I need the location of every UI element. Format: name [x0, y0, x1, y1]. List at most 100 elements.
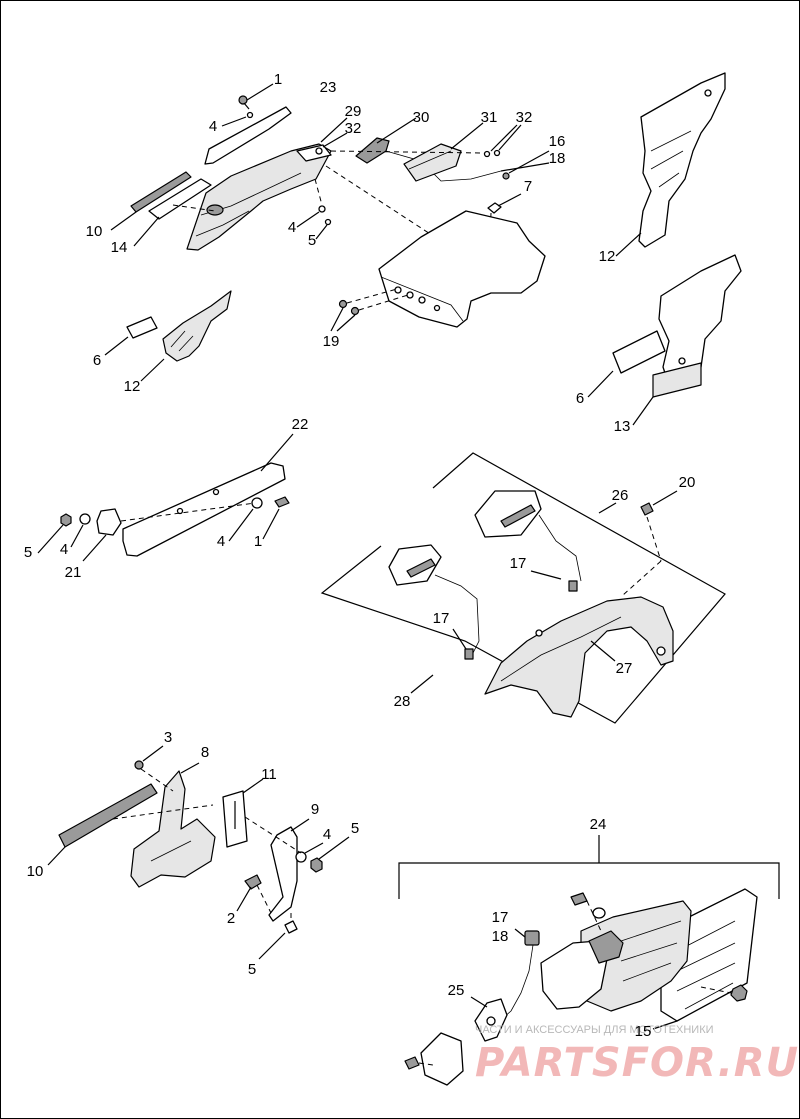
callout-c7: 7: [524, 178, 532, 195]
stud-5-low: [284, 920, 298, 934]
callout-c4b: 4: [288, 219, 296, 236]
callout-c26: 26: [612, 487, 629, 504]
screw-32-a: [315, 147, 323, 155]
bracket-27: [484, 596, 674, 718]
screw-19-a: [338, 299, 348, 309]
reflector-6-large: [612, 330, 666, 374]
callout-c11: 11: [261, 766, 277, 783]
reflector-6-small: [126, 316, 158, 339]
callout-c21: 21: [65, 564, 82, 581]
side-mount-group: [47, 745, 350, 960]
plate-14: [148, 178, 212, 220]
nut-5-left: [60, 513, 72, 527]
callout-c5c: 5: [351, 820, 359, 837]
nut-5-mid: [324, 218, 332, 226]
washer-4-top: [246, 111, 254, 119]
end-cover: [420, 1032, 464, 1086]
screw-7: [487, 202, 502, 214]
callout-c32a: 32: [345, 120, 362, 137]
callout-c17a: 17: [510, 555, 527, 572]
callout-c20: 20: [679, 474, 696, 491]
callout-c9: 9: [311, 801, 319, 818]
lamp-small-lens: [406, 558, 436, 578]
housing-tab: [296, 144, 332, 162]
callout-c17b: 17: [433, 610, 450, 627]
nut-5-low: [310, 857, 323, 873]
connector-16: [502, 172, 510, 180]
callout-c13: 13: [614, 418, 631, 435]
fender-hole-1: [394, 286, 402, 294]
callout-c6b: 6: [576, 390, 584, 407]
bracket-27-hole-b: [535, 629, 543, 637]
callout-c22: 22: [292, 416, 309, 433]
bracket-27-hole: [656, 646, 666, 656]
callout-c3: 3: [164, 729, 172, 746]
kit-outline: [320, 452, 726, 724]
screw-kit: [570, 892, 588, 906]
callout-c4a: 4: [209, 118, 217, 135]
callout-c1b: 1: [254, 533, 262, 550]
callout-c19: 19: [323, 333, 340, 350]
module-31: [403, 143, 462, 182]
switch-30: [355, 137, 390, 164]
callout-c17c: 17: [492, 909, 509, 926]
plate-13-lower: [652, 362, 702, 398]
connector-17-c: [524, 930, 540, 946]
bracket-8: [130, 770, 216, 888]
clip-21: [96, 508, 122, 536]
washer-4-low: [295, 851, 307, 863]
callout-c10a: 10: [86, 223, 103, 240]
callout-c5d: 5: [248, 961, 256, 978]
bracket-25-hole: [486, 1016, 496, 1026]
kit-24-bracket: [398, 862, 780, 899]
callout-c27: 27: [616, 660, 633, 677]
housing-29: [186, 143, 332, 251]
screw-2: [244, 874, 262, 890]
bracket-12-large: [638, 72, 726, 248]
connector-17-b: [464, 648, 474, 660]
callout-c6a: 6: [93, 352, 101, 369]
rear-fender: [378, 210, 546, 328]
watermark-logo: PARTSFOR.RU: [475, 1040, 799, 1086]
callout-c25: 25: [448, 982, 465, 999]
callout-c2: 2: [227, 910, 235, 927]
washer-kit: [592, 907, 606, 919]
bracket-12-hole: [704, 89, 712, 97]
screw-1-top: [238, 95, 250, 110]
fender-hole-3: [418, 296, 426, 304]
bracket-12-small: [162, 290, 232, 362]
callout-c12b: 12: [124, 378, 141, 395]
lamp-small: [388, 544, 442, 586]
fender-hole-4: [433, 304, 441, 312]
screw-3: [134, 760, 144, 770]
callout-c4d: 4: [217, 533, 225, 550]
license-brackets-right: [587, 72, 742, 426]
callout-c23: 23: [320, 79, 337, 96]
callout-c30: 30: [413, 109, 430, 126]
connector-17-a: [568, 580, 578, 592]
callout-c10b: 10: [27, 863, 44, 880]
callout-c18a: 18: [549, 150, 566, 167]
lamp-26: [474, 490, 542, 538]
screw-19-b: [350, 306, 360, 316]
license-plate-kit-24: [398, 835, 780, 1086]
screw-kit-low: [404, 1056, 420, 1070]
callout-c12a: 12: [599, 248, 616, 265]
lamp-26-lens: [500, 504, 536, 528]
lamp-hole-a: [212, 488, 220, 496]
callout-c18b: 18: [492, 928, 509, 945]
watermark-tagline: ЧАСТИ И АКСЕССУАРЫ ДЛЯ МОТОТЕХНИКИ: [475, 1024, 714, 1036]
license-lamp-group: [37, 433, 294, 562]
callout-c8: 8: [201, 744, 209, 761]
bracket-13: [658, 254, 742, 380]
callout-c5b: 5: [24, 544, 32, 561]
callout-c16: 16: [549, 133, 566, 150]
fender-assembly-group: [104, 83, 550, 382]
callout-c31: 31: [481, 109, 498, 126]
callout-c4e: 4: [323, 826, 331, 843]
washer-4-right: [251, 497, 263, 509]
screw-32-b: [483, 150, 491, 158]
